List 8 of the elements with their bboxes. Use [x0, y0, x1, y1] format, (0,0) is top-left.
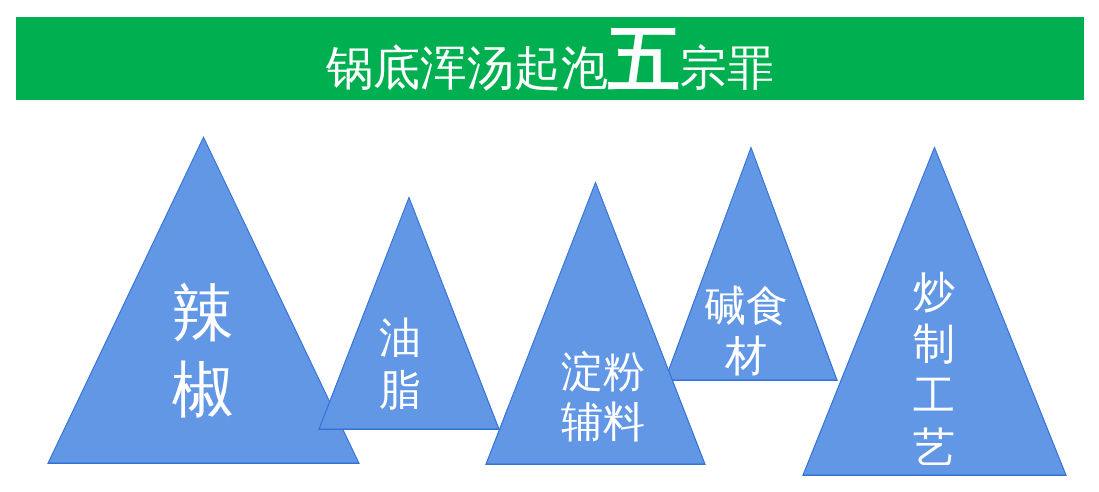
triangle-label: 碱食材: [703, 281, 789, 381]
triangle-label: 辣椒: [171, 275, 235, 428]
triangle-label: 炒制工艺: [912, 266, 956, 475]
title: 锅底浑汤起泡五宗罪: [326, 22, 774, 95]
triangle-label: 油脂: [378, 312, 422, 417]
triangle-shape: [318, 196, 500, 430]
triangle-shape: [485, 181, 706, 465]
triangle-label: 淀粉辅料: [560, 347, 646, 447]
